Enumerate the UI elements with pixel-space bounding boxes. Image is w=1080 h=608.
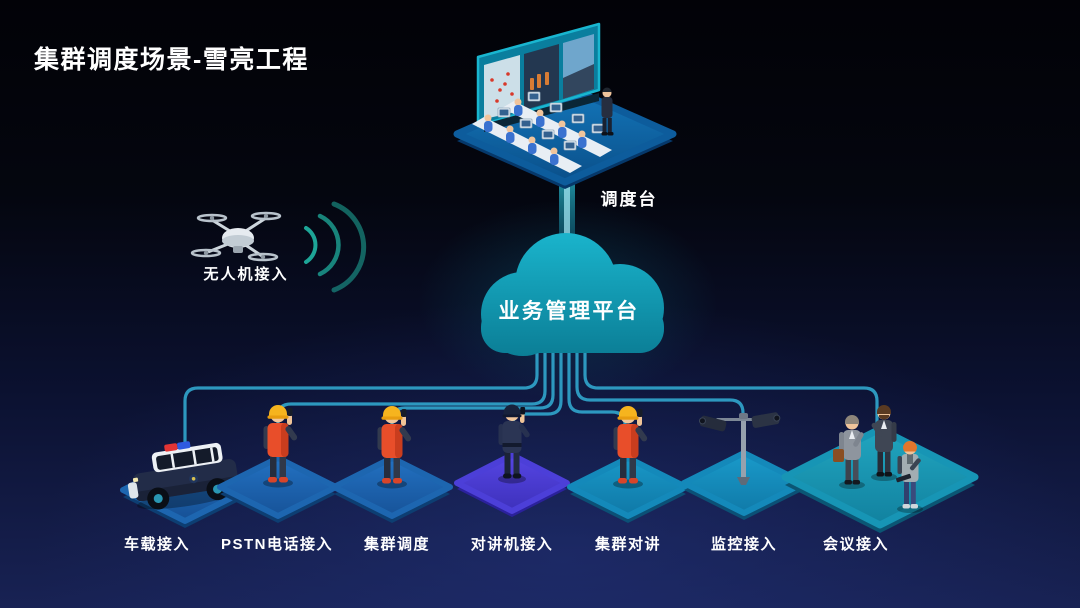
cloud-icon — [481, 233, 664, 356]
cloud-label: 业务管理平台 — [498, 300, 640, 323]
node-label-intercom: 对讲机接入 — [470, 536, 554, 553]
connection-lines — [183, 344, 879, 470]
node-label-pstn: PSTN电话接入 — [220, 536, 334, 553]
drone-signal-icon — [304, 201, 367, 293]
node-dispatch — [331, 406, 453, 523]
node-pstn — [217, 405, 339, 523]
node-intercom — [454, 404, 570, 517]
node-label-talk: 集群对讲 — [594, 536, 662, 553]
console-cloud-beam — [559, 178, 575, 248]
node-talk — [567, 406, 689, 523]
node-label-monitor: 监控接入 — [710, 536, 778, 553]
node-monitor — [681, 412, 807, 520]
node-label-meeting: 会议接入 — [822, 536, 890, 553]
page-title: 集群调度场景-雪亮工程 — [34, 46, 309, 74]
node-vehicle — [120, 441, 250, 528]
operator-desks — [472, 87, 614, 173]
meeting-group-icon — [833, 405, 923, 513]
video-wall-icon — [476, 22, 601, 132]
supervisor-figure — [601, 87, 614, 136]
node-label-vehicle: 车载接入 — [123, 536, 191, 553]
node-meeting — [781, 405, 979, 533]
drone-label: 无人机接入 — [203, 266, 289, 283]
node-label-dispatch: 集群调度 — [363, 536, 431, 553]
console-label: 调度台 — [600, 190, 658, 209]
cctv-icon — [698, 412, 781, 485]
police-car-icon — [127, 441, 240, 510]
drone-icon — [190, 211, 282, 262]
police-officer-icon — [498, 404, 530, 484]
dispatch-console-icon — [453, 22, 677, 189]
